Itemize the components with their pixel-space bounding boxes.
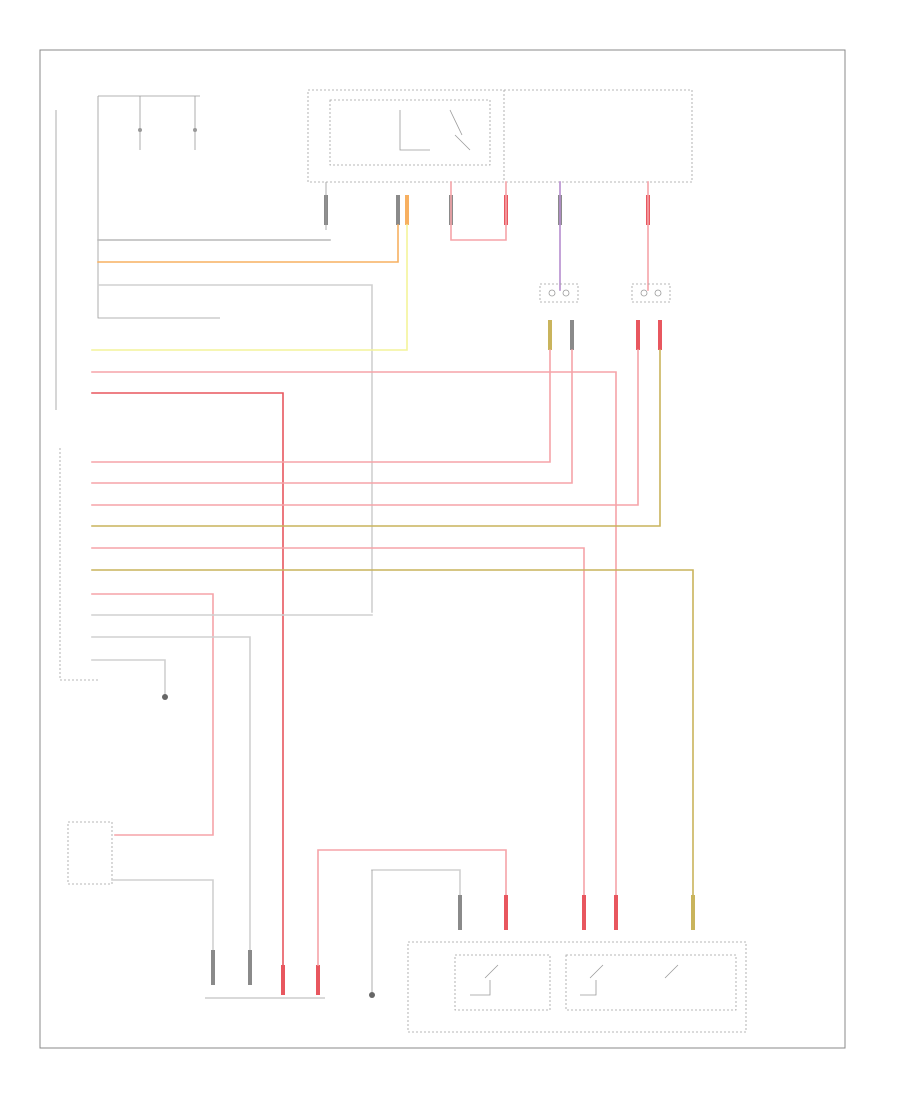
wire-red-loop bbox=[317, 849, 507, 966]
wire-red-6 bbox=[91, 593, 214, 836]
wire-red-3 bbox=[91, 349, 573, 484]
combo-switch-connectors bbox=[205, 950, 325, 999]
wire-jumper-red bbox=[450, 181, 507, 241]
fuse-block bbox=[97, 95, 220, 319]
wire-red-4 bbox=[91, 349, 639, 506]
wire-gray-3 bbox=[91, 659, 166, 696]
wire-red-2 bbox=[91, 349, 551, 463]
switch-assembly bbox=[407, 895, 747, 1033]
wire-yellow bbox=[91, 224, 408, 351]
wire-red-5 bbox=[91, 547, 585, 921]
wire-sensor-gray bbox=[111, 879, 214, 961]
wire-red-main bbox=[91, 392, 284, 976]
combination-module bbox=[55, 110, 100, 681]
ground-g2 bbox=[369, 992, 375, 998]
diagram-frame bbox=[39, 49, 846, 1049]
wire-gray-g2 bbox=[371, 869, 461, 921]
relay-box bbox=[307, 89, 693, 183]
wire-gray-2 bbox=[91, 636, 251, 961]
wire-fuse-orange bbox=[97, 224, 399, 263]
right-headlight-connector bbox=[539, 283, 579, 303]
sensor-box bbox=[67, 821, 113, 885]
ground-g1 bbox=[162, 694, 168, 700]
wire-yellow-dark-1 bbox=[91, 349, 661, 527]
wire-red-1 bbox=[91, 371, 617, 921]
relay-box-connectors bbox=[324, 195, 650, 225]
wire-yellow-dark-2 bbox=[91, 569, 694, 921]
wire-fuse-gray-2 bbox=[97, 284, 373, 613]
left-headlight-connector bbox=[631, 283, 671, 303]
